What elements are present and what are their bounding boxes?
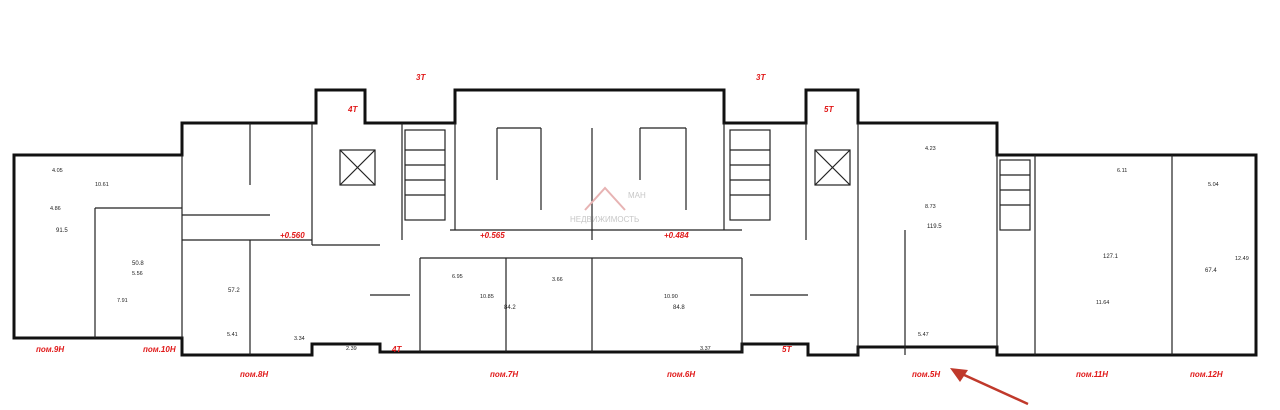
dimension: 3.37 <box>700 346 711 352</box>
dimension: 10.61 <box>95 182 109 188</box>
unit-label: пом.12Н <box>1190 370 1223 379</box>
stair-label: 4Т <box>347 105 358 114</box>
level-label: +0.565 <box>480 231 505 240</box>
watermark-brand: МАН <box>628 191 646 200</box>
stair-label: 3Т <box>756 73 766 82</box>
stair-label: 3Т <box>416 73 426 82</box>
unit-label: пом.8Н <box>240 370 268 379</box>
dimension: 4.86 <box>50 206 61 212</box>
dimension: 12.49 <box>1235 256 1249 262</box>
dimension: 2.39 <box>346 346 357 352</box>
dimension: 4.23 <box>925 146 936 152</box>
room-area: 91.5 <box>56 228 68 234</box>
unit-label: пом.7Н <box>490 370 518 379</box>
dimension: 4.05 <box>52 168 63 174</box>
room-area: 127.1 <box>1103 254 1119 260</box>
interior-walls <box>94 123 1173 355</box>
dimension: 11.64 <box>1096 300 1109 306</box>
level-marks: +0.560 +0.565 +0.484 <box>280 231 689 240</box>
dimension-labels: 4.05 10.61 4.86 7.91 5.56 5.41 3.34 6.95… <box>50 146 1249 352</box>
unit-label: пом.6Н <box>667 370 695 379</box>
watermark-sub: НЕДВИЖИМОСТЬ <box>570 215 639 224</box>
room-area: 119.5 <box>927 224 942 230</box>
room-area: 67.4 <box>1205 268 1217 274</box>
dimension: 6.11 <box>1117 168 1127 174</box>
room-area: 84.8 <box>673 305 685 311</box>
room-area: 84.2 <box>504 305 516 311</box>
dimension: 10.85 <box>480 294 494 300</box>
unit-label: пом.10Н <box>143 345 176 354</box>
dimension: 7.91 <box>117 298 128 304</box>
dimension: 5.56 <box>132 271 143 277</box>
pointer-arrow <box>950 368 1029 406</box>
dimension: 8.73 <box>925 204 936 210</box>
watermark: МАН НЕДВИЖИМОСТЬ <box>570 186 646 224</box>
stair-cores <box>339 129 1031 231</box>
unit-label: пом.11Н <box>1076 370 1108 379</box>
stair-label: 5Т <box>824 105 834 114</box>
dimension: 5.47 <box>918 332 929 338</box>
dimension: 10.90 <box>664 294 678 300</box>
stair-label: 5Т <box>782 345 792 354</box>
level-label: +0.484 <box>664 231 689 240</box>
room-area: 50.8 <box>132 261 144 267</box>
room-areas: 91.5 50.8 57.2 84.2 84.8 119.5 127.1 67.… <box>56 224 1217 311</box>
stair-label: 4Т <box>391 345 402 354</box>
unit-label: пом.9Н <box>36 345 64 354</box>
room-area: 57.2 <box>228 288 240 294</box>
level-label: +0.560 <box>280 231 305 240</box>
stair-labels: 3Т 4Т 3Т 5Т 4Т 5Т <box>347 73 834 354</box>
dimension: 3.34 <box>294 336 305 342</box>
dimension: 5.41 <box>227 332 238 338</box>
unit-labels: пом.9Н пом.10Н пом.8Н пом.7Н пом.6Н пом.… <box>36 345 1223 379</box>
dimension: 6.95 <box>452 274 463 280</box>
dimension: 3.66 <box>552 277 563 283</box>
wall-left-wing <box>12 88 1258 357</box>
dimension: 5.04 <box>1208 182 1219 188</box>
unit-label: пом.5Н <box>912 370 940 379</box>
